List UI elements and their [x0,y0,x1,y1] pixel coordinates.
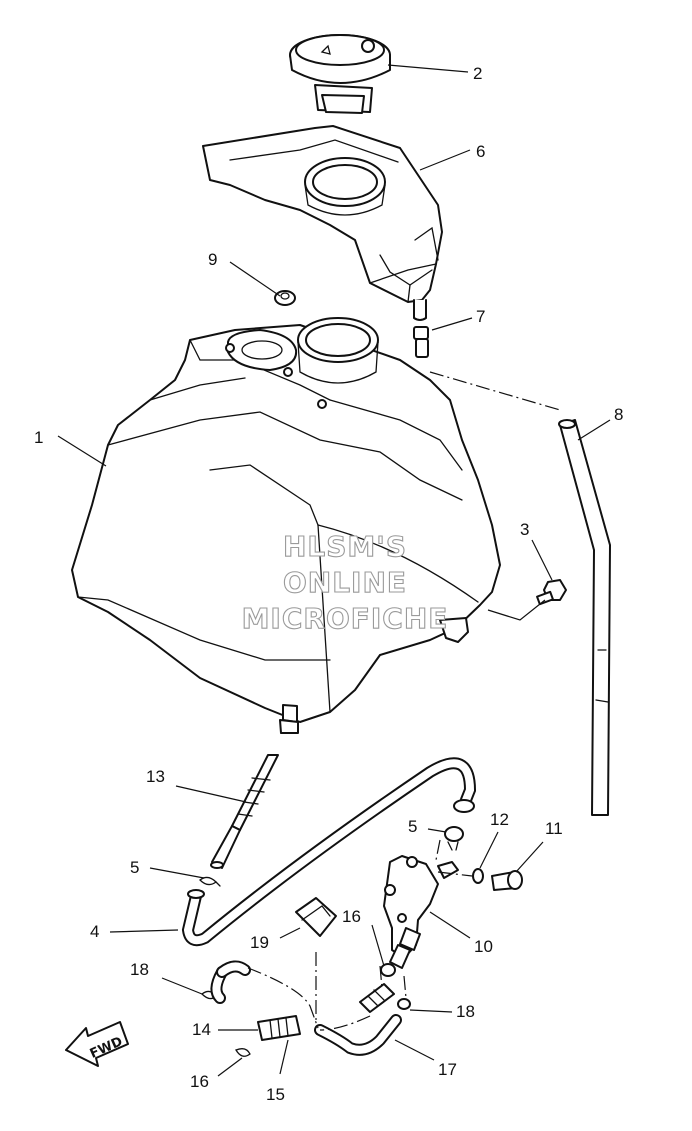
clip-part-16-lower [235,1048,251,1057]
watermark-line-3: MICROFICHE [242,602,449,635]
fitting-part-7 [413,326,429,358]
pad-part-19 [295,897,337,937]
hose-part-15 [257,983,395,1041]
screw-part-11 [491,870,523,891]
forward-arrow: FWD [65,1021,129,1067]
fuel-hose-part-4 [181,757,477,947]
callout-1: 1 [34,428,43,447]
clip-part-16-upper [380,963,396,977]
fuel-tank-part-1 [71,317,501,734]
callout-11: 11 [545,819,563,838]
callout-16-lower: 16 [190,1072,209,1091]
tank-cover-part-6 [202,125,443,321]
callout-10: 10 [474,937,493,956]
callout-12: 12 [490,810,509,829]
watermark: HLSM'S ONLINE MICROFICHE [241,529,449,635]
leader-lines [57,64,611,1077]
breather-hose-part-8 [558,419,611,816]
callout-8: 8 [614,405,623,424]
hose-part-14 [210,960,251,1004]
callout-13: 13 [146,767,165,786]
grommet-part-9 [274,290,296,306]
callout-7: 7 [476,307,485,326]
callout-3: 3 [520,520,529,539]
callout-5-upper: 5 [408,817,417,836]
watermark-line-1: HLSM'S [283,530,407,563]
callout-5-lower: 5 [130,858,139,877]
callout-9: 9 [208,250,217,269]
bolt-part-3 [536,579,567,606]
callout-16-upper: 16 [342,907,361,926]
callout-18-right: 18 [456,1002,475,1021]
clip-part-5-lower [199,876,221,887]
fuel-cap-part-2 [289,34,391,114]
fuel-cock-part-10 [383,855,459,969]
assembly-lines [247,371,561,1031]
callout-6: 6 [476,142,485,161]
clip-part-5-upper [444,826,464,851]
strainer-part-13 [210,754,279,869]
callout-numbers: 2 6 9 7 1 8 3 13 5 4 5 12 11 10 19 16 18… [34,64,623,1104]
callout-17: 17 [438,1060,457,1079]
callout-4: 4 [90,922,99,941]
callout-15: 15 [266,1085,285,1104]
callout-18-left: 18 [130,960,149,979]
callout-2: 2 [473,64,482,83]
callout-14: 14 [192,1020,211,1039]
watermark-line-2: ONLINE [283,566,407,599]
hose-part-17 [314,1014,402,1056]
washer-part-12 [472,868,484,884]
clip-part-18-right [397,998,411,1010]
callout-19: 19 [250,933,269,952]
